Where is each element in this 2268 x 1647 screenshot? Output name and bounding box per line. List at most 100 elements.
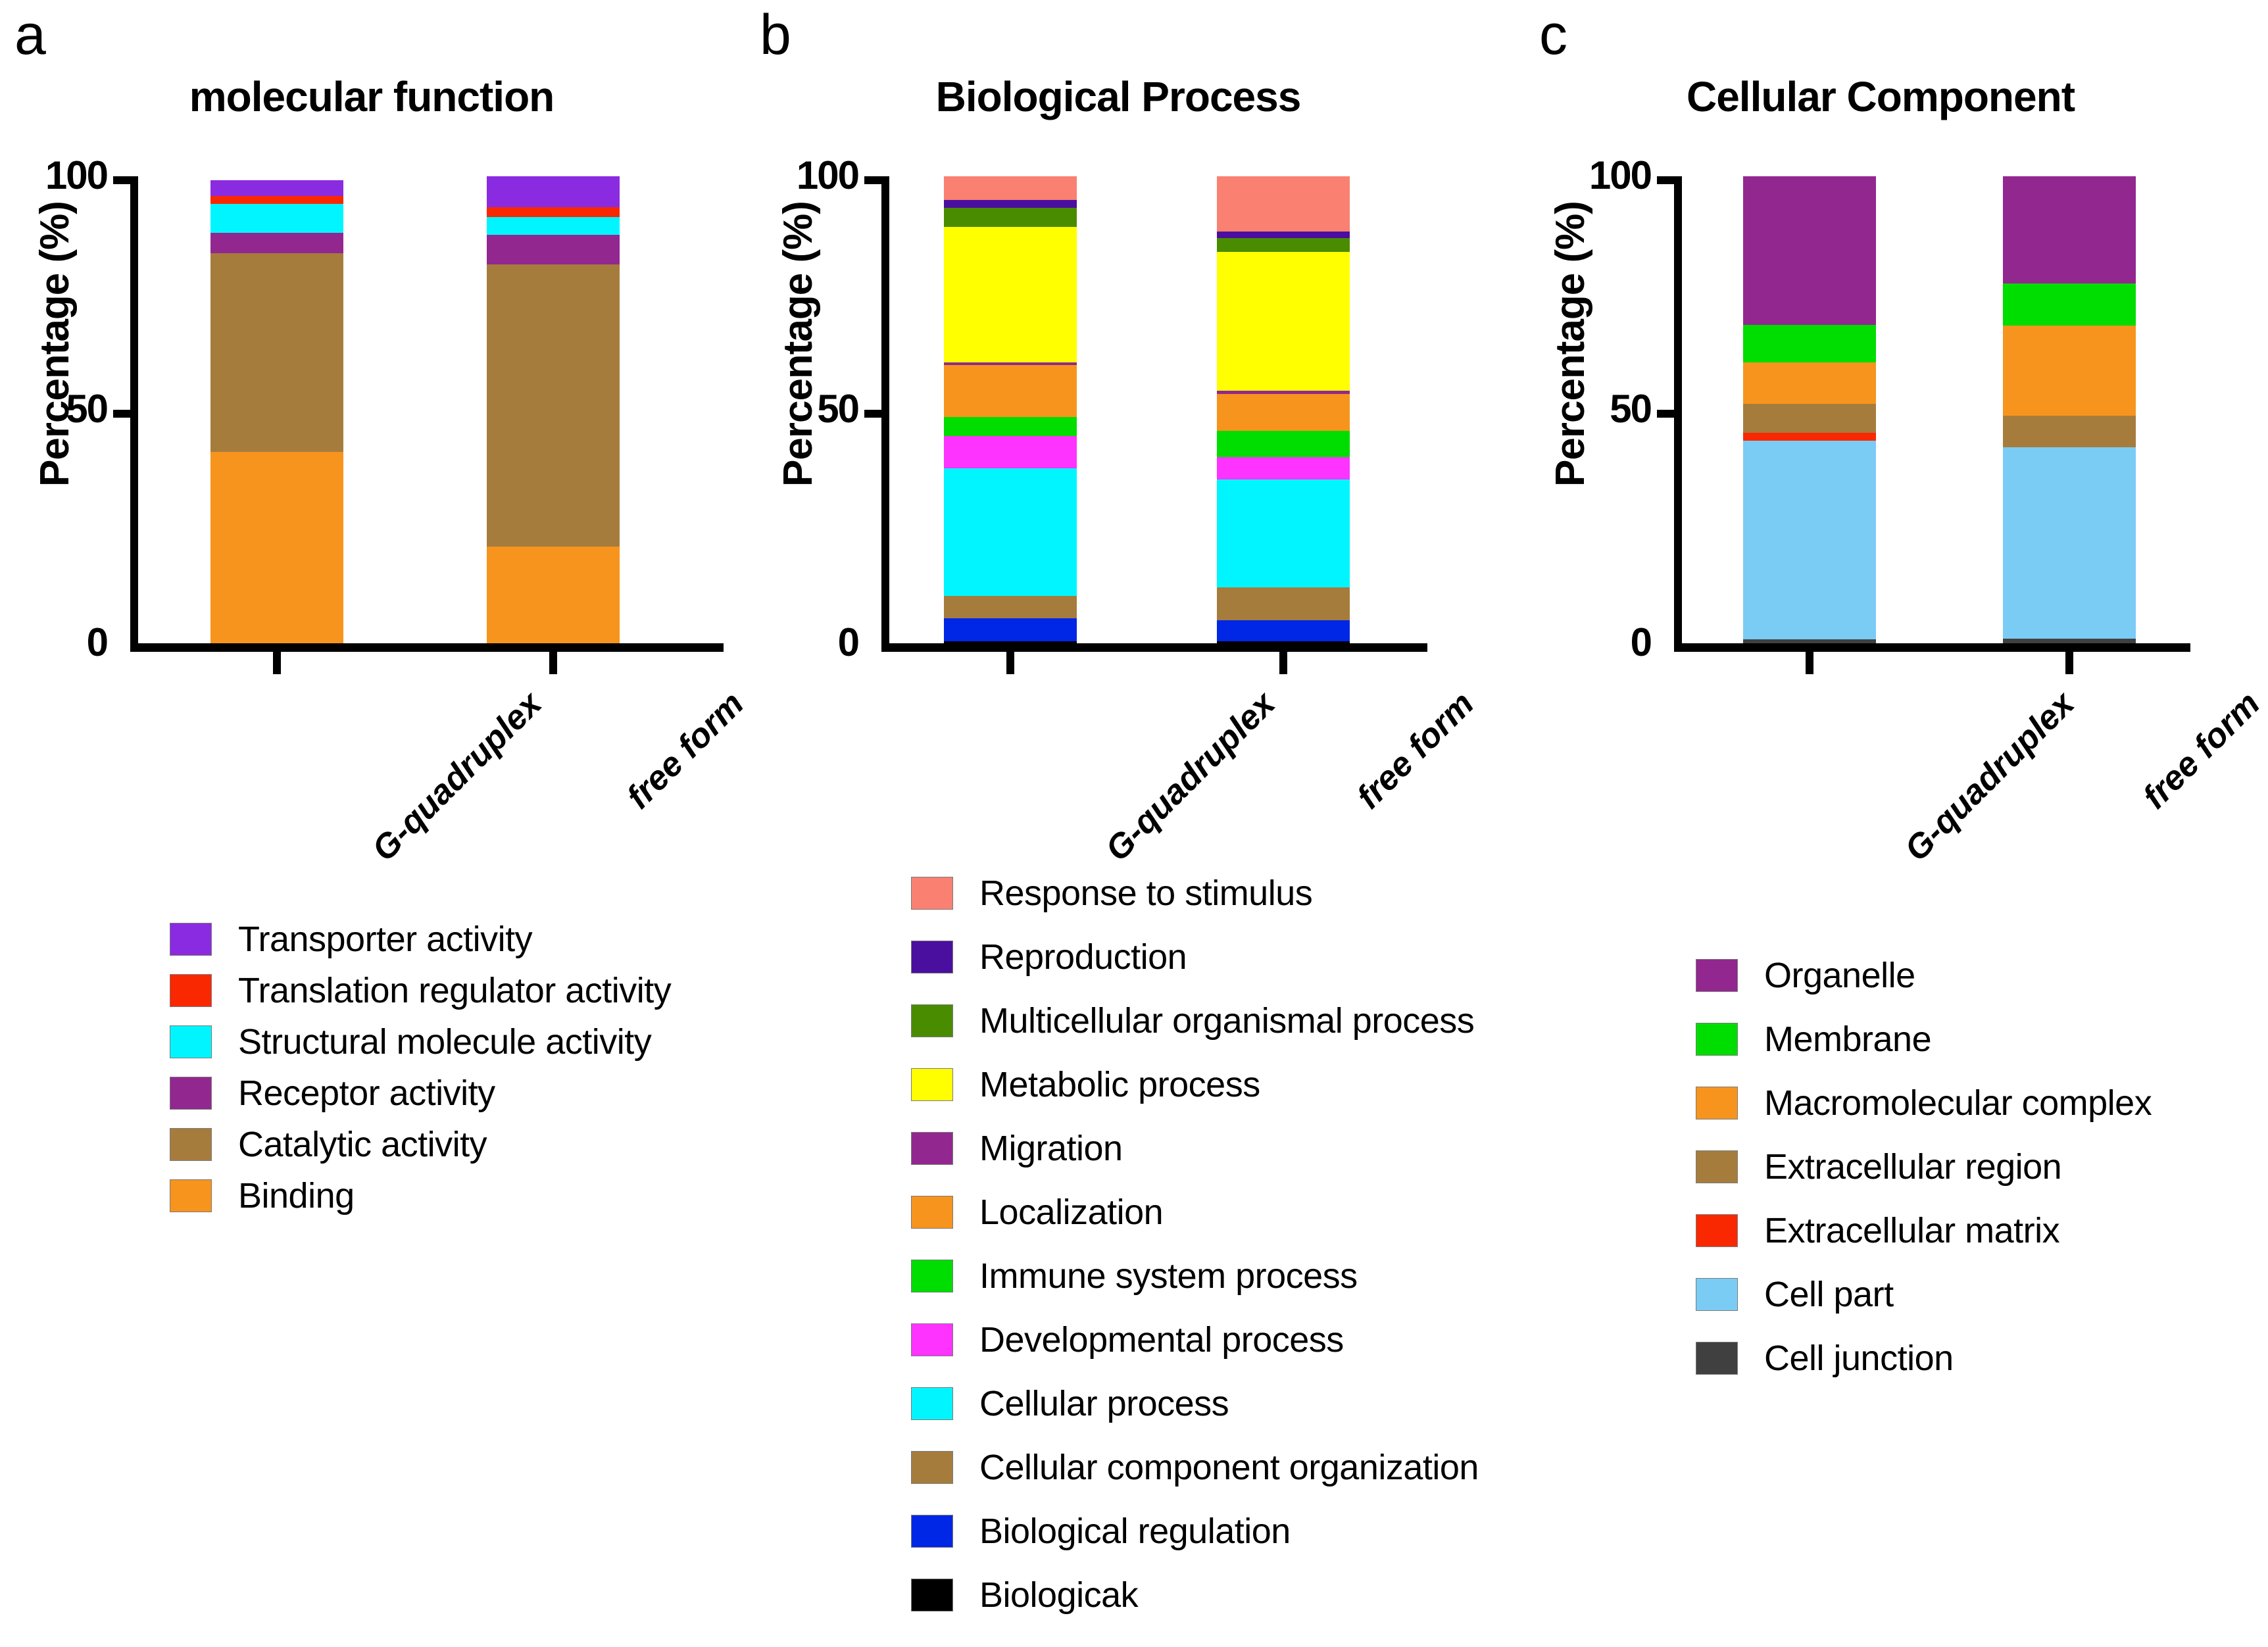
legend-item: Structural molecule activity: [170, 1023, 671, 1060]
bar-segment-catalytic-activity: [487, 264, 620, 547]
bar-segment-translation-regulator-activity: [210, 195, 343, 204]
x-tick: [2065, 652, 2073, 674]
x-axis-label: free form: [1349, 684, 1482, 817]
y-tick: [113, 176, 130, 184]
bar-segment-cellular-process: [944, 468, 1077, 597]
bar-segment-transporter-activity: [487, 176, 620, 207]
legend-swatch-icon: [1696, 1342, 1738, 1375]
legend-swatch-icon: [170, 1179, 212, 1212]
stacked-bar: [944, 176, 1077, 643]
legend-label: Catalytic activity: [238, 1125, 487, 1164]
legend-label: Cell part: [1764, 1275, 1894, 1314]
panel-letter-c: c: [1539, 3, 1567, 66]
legend-swatch-icon: [1696, 959, 1738, 992]
bar-segment-cellular-component-organization: [944, 596, 1077, 619]
y-tick-label: 100: [796, 153, 860, 197]
legend-swatch-icon: [911, 1196, 953, 1229]
x-axis-label: free form: [2135, 684, 2268, 817]
legend-label: Immune system process: [979, 1256, 1358, 1296]
bar-segment-reproduction: [944, 199, 1077, 209]
legend-item: Cellular component organization: [911, 1449, 1479, 1486]
panel-letter-b: b: [760, 3, 791, 66]
legend-swatch-icon: [170, 974, 212, 1007]
x-axis-label: G-quadruplex: [1098, 684, 1283, 869]
x-tick: [549, 652, 557, 674]
bar-segment-organelle: [1743, 176, 1876, 325]
panel-title-a: molecular function: [189, 73, 555, 120]
x-tick: [1279, 652, 1287, 674]
legend-label: Response to stimulus: [979, 873, 1313, 913]
legend-label: Biological regulation: [979, 1512, 1291, 1551]
legend-item: Cell junction: [1696, 1340, 2152, 1377]
legend-swatch-icon: [170, 1077, 212, 1110]
y-tick-label: 50: [66, 387, 109, 431]
legend-label: Extracellular region: [1764, 1147, 2062, 1187]
legend-label: Cellular component organization: [979, 1448, 1479, 1487]
legend-label: Cell junction: [1764, 1339, 1954, 1378]
bar-segment-translation-regulator-activity: [487, 207, 620, 217]
x-axis-label: G-quadruplex: [364, 684, 549, 869]
legend-item: Localization: [911, 1194, 1479, 1231]
bar-segment-cell-junction: [2003, 638, 2136, 643]
x-axis-line: [130, 643, 724, 652]
bar-segment-developmental-process: [1217, 456, 1350, 480]
legend-swatch-icon: [911, 877, 953, 910]
panel-title-c: Cellular Component: [1686, 73, 2075, 120]
legend-item: Transporter activity: [170, 921, 671, 958]
legend-item: Cell part: [1696, 1276, 2152, 1313]
bar-segment-macromolecular-complex: [1743, 362, 1876, 405]
legend-swatch-icon: [170, 1128, 212, 1161]
bar-segment-immune-system-process: [1217, 430, 1350, 457]
bar-segment-transporter-activity: [210, 180, 343, 196]
y-tick: [864, 410, 881, 418]
legend-swatch-icon: [911, 1515, 953, 1548]
stacked-bar: [210, 180, 343, 643]
legend-item: Response to stimulus: [911, 875, 1479, 912]
legend-item: Biological regulation: [911, 1513, 1479, 1550]
y-tick-label: 50: [817, 387, 860, 431]
panel-title-b: Biological Process: [935, 73, 1302, 120]
legend-swatch-icon: [170, 1025, 212, 1058]
legend-item: Multicellular organismal process: [911, 1002, 1479, 1039]
stacked-bar: [1743, 176, 1876, 643]
legend-item: Metabolic process: [911, 1066, 1479, 1103]
bar-segment-extracellular-region: [2003, 415, 2136, 447]
legend-label: Translation regulator activity: [238, 971, 672, 1010]
legend-item: Biologicak: [911, 1577, 1479, 1613]
legend-item: Developmental process: [911, 1321, 1479, 1358]
legend-swatch-icon: [170, 923, 212, 956]
legend-item: Catalytic activity: [170, 1126, 671, 1163]
y-tick-label: 0: [837, 620, 860, 664]
legend-label: Metabolic process: [979, 1065, 1260, 1104]
bar-segment-structural-molecule-activity: [487, 216, 620, 235]
y-tick-label: 100: [1589, 153, 1652, 197]
bar-segment-catalytic-activity: [210, 253, 343, 452]
legend-item: Binding: [170, 1177, 671, 1214]
bar-segment-response-to-stimulus: [944, 176, 1077, 200]
legend-item: Extracellular matrix: [1696, 1212, 2152, 1249]
bar-segment-localization: [1217, 393, 1350, 431]
y-tick-label: 100: [45, 153, 109, 197]
bar-segment-extracellular-matrix: [1743, 432, 1876, 441]
bar-segment-extracellular-region: [1743, 404, 1876, 433]
legend-swatch-icon: [1696, 1214, 1738, 1247]
y-axis-line: [1674, 176, 1682, 652]
legend-swatch-icon: [911, 1068, 953, 1101]
stacked-bar: [487, 176, 620, 643]
legend-swatch-icon: [911, 1260, 953, 1292]
legend-item: Translation regulator activity: [170, 971, 672, 1010]
y-tick-label: 0: [86, 620, 109, 664]
x-axis-label: G-quadruplex: [1897, 684, 2082, 869]
legend-label: Transporter activity: [238, 920, 533, 959]
legend-swatch-icon: [1696, 1087, 1738, 1119]
bar-segment-biological-regulation: [944, 618, 1077, 642]
bar-segment-cell-part: [1743, 440, 1876, 640]
bar-segment-biologicak: [1217, 641, 1350, 643]
x-tick: [273, 652, 281, 674]
bar-segment-metabolic-process: [944, 226, 1077, 362]
legend-label: Binding: [238, 1176, 355, 1216]
legend-item: Reproduction: [911, 939, 1479, 975]
